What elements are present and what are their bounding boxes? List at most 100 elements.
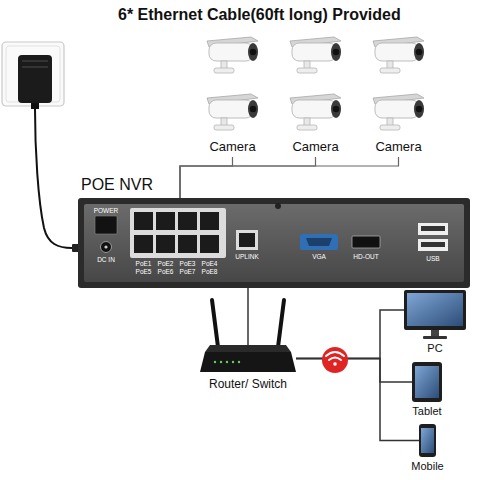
pc-monitor — [404, 290, 466, 339]
mobile-device-part — [419, 424, 436, 457]
mobile-device-part — [421, 428, 434, 453]
router-illustration-part-part — [238, 361, 240, 363]
node-label: Camera — [209, 140, 256, 155]
cable-line — [247, 288, 249, 345]
port-label: PoE8 — [202, 268, 218, 275]
nvr-rear-panel-part — [300, 234, 338, 250]
node-label: Camera — [375, 140, 422, 155]
node-label: Router/ Switch — [209, 378, 287, 392]
nvr-rear-panel-part — [104, 245, 107, 248]
router-box: Router/ Switch — [200, 345, 296, 372]
node-label: Mobile — [411, 460, 443, 473]
router-illustration-part-part — [220, 361, 222, 363]
wifi-symbol-part — [322, 347, 348, 373]
pc-monitor-part — [423, 336, 447, 339]
router-illustration-part — [214, 361, 240, 363]
power-adapter-part — [18, 55, 52, 103]
pc-monitor-part — [407, 293, 463, 326]
nvr-rear-panel-part — [239, 233, 255, 247]
router-illustration-part-part — [226, 361, 228, 363]
port-label: DC IN — [97, 256, 115, 263]
router-illustration-part — [200, 352, 296, 372]
camera-label: Camera — [370, 138, 427, 157]
nvr-rear-panel-part — [78, 198, 470, 288]
camera-label: Camera — [204, 138, 261, 157]
port-label: PoE2 — [158, 260, 174, 267]
tablet-box: Tablet — [412, 362, 442, 402]
wall-outlet-part — [6, 46, 60, 102]
port-label: PoE1 — [136, 260, 152, 267]
nvr-rear-panel-part — [421, 242, 445, 247]
pc-monitor-part — [431, 330, 439, 336]
nvr-rear-panel — [78, 198, 470, 288]
port-label: USB — [426, 255, 439, 262]
router-illustration-part — [278, 300, 284, 347]
cable-line — [180, 157, 399, 198]
port-label: POWER — [94, 207, 119, 214]
tablet-device — [412, 362, 442, 402]
port-label: UPLINK — [235, 253, 258, 260]
power-adapter-part — [35, 109, 72, 248]
camera-label: Camera — [287, 138, 344, 157]
router-illustration-part-part — [214, 361, 216, 363]
cable-line — [296, 359, 419, 441]
port-label: PoE3 — [180, 260, 196, 267]
nvr-rear-panel-part — [84, 204, 464, 282]
nvr-rear-panel-part-part — [200, 212, 219, 230]
cable-line — [180, 157, 316, 198]
port-label: VGA — [312, 253, 326, 260]
wifi-symbol — [322, 347, 348, 373]
mobile-device — [419, 424, 436, 457]
node-label: Camera — [292, 140, 339, 155]
nvr-rear-panel-part-part — [178, 212, 197, 230]
router-illustration-part-part — [232, 361, 234, 363]
pc-box: PC — [404, 290, 466, 330]
node-label: POE NVR — [81, 176, 153, 194]
wifi-symbol-part — [333, 362, 337, 366]
nvr-rear-panel-part-part — [200, 235, 219, 253]
port-label: PoE6 — [158, 268, 174, 275]
nvr-rear-panel-part — [101, 242, 112, 253]
router-illustration — [200, 300, 296, 372]
camera-illustrations-part — [290, 37, 341, 73]
camera-illustrations-part — [207, 94, 258, 130]
router-illustration-part — [205, 345, 291, 352]
wifi-symbol-part — [329, 358, 341, 361]
camera-illustrations-part — [290, 94, 341, 130]
camera-illustrations-part — [373, 94, 424, 130]
nvr-rear-panel-part-part — [178, 235, 197, 253]
node-label: PC — [427, 342, 442, 355]
nvr-rear-panel-part-part — [156, 212, 175, 230]
nvr-rear-panel-part-part — [134, 235, 153, 253]
nvr-rear-panel-part — [275, 203, 281, 209]
port-label: HD-OUT — [353, 253, 378, 260]
power-adapter-part — [22, 66, 48, 68]
tablet-device-part — [412, 362, 442, 402]
port-label: PoE7 — [180, 268, 196, 275]
camera-illustrations — [207, 37, 424, 130]
port-label: PoE4 — [202, 260, 218, 267]
cable-line — [296, 310, 404, 359]
power-adapter-part — [31, 103, 39, 109]
camera-illustrations-part — [207, 37, 258, 73]
nvr-rear-panel-part — [418, 223, 448, 235]
cable-line — [296, 359, 412, 383]
nvr-rear-panel-part — [134, 212, 219, 253]
wifi-symbol-part — [326, 352, 344, 356]
port-label: PoE5 — [136, 268, 152, 275]
nvr-rear-panel-part — [95, 216, 117, 234]
nvr-rear-panel-part-part — [156, 235, 175, 253]
cable-line — [180, 157, 233, 198]
router-illustration-part — [212, 300, 218, 347]
wall-outlet-part — [2, 42, 64, 106]
nvr-rear-panel-part — [421, 226, 445, 231]
nvr-rear-panel-part — [418, 239, 448, 251]
nvr-rear-panel-part — [236, 230, 258, 250]
camera-illustrations-part — [373, 37, 424, 73]
mobile-box: Mobile — [419, 424, 436, 457]
power-adapter-part — [22, 60, 48, 62]
nvr-rear-panel-part — [130, 208, 226, 258]
tablet-device-part — [415, 366, 439, 398]
diagram-title: 6* Ethernet Cable(60ft long) Provided — [118, 6, 401, 24]
